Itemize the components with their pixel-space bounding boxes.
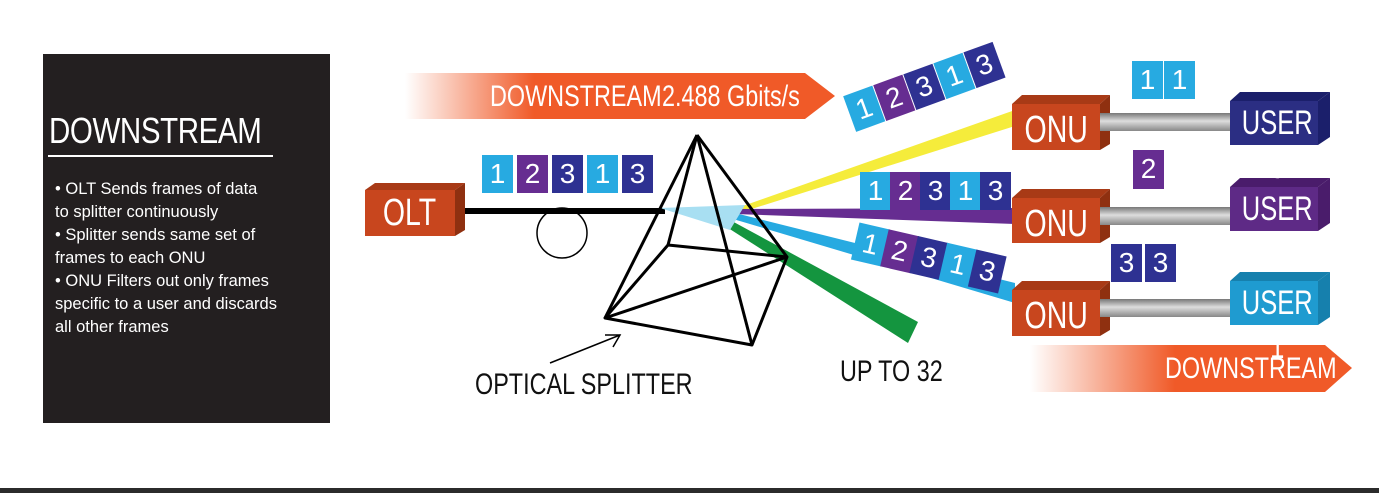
user-label: USER 1	[1241, 284, 1313, 366]
bullet-line: • OLT Sends frames of data	[55, 180, 258, 198]
frame-sequence-olt: 1 2 3 1 3	[482, 155, 662, 195]
filtered-frame: 1	[1164, 61, 1195, 99]
light-wedge	[660, 205, 745, 230]
bottom-downstream-arrow	[1030, 345, 1352, 392]
user2-box: USER 2	[1230, 187, 1318, 272]
connection-bar	[1100, 207, 1230, 225]
onu-box-user2: ONU	[1012, 198, 1100, 245]
title-underline	[48, 155, 273, 157]
up-to-32-label: UP TO 32	[840, 355, 943, 388]
top-downstream-arrow	[405, 73, 835, 119]
splitter-pointer-arrow	[549, 334, 622, 364]
frame: 3	[622, 155, 653, 193]
user-label: USER 2	[1241, 190, 1313, 272]
info-panel: DOWNSTREAM • OLT Sends frames of data to…	[43, 54, 330, 423]
bottom-divider	[0, 488, 1379, 493]
panel-title: DOWNSTREAM	[49, 110, 262, 151]
filtered-frame: 3	[1111, 244, 1142, 282]
frame: 2	[517, 155, 548, 193]
bullet-line: to splitter continuously	[55, 203, 219, 221]
onu-box-user1: ONU	[1012, 290, 1100, 337]
optical-splitter-label: OPTICAL SPLITTER	[475, 368, 693, 401]
frame: 2	[890, 172, 921, 210]
top-arrow-label: DOWNSTREAM	[490, 80, 662, 113]
user1-box: USER 1	[1230, 281, 1318, 366]
filtered-frame: 2	[1133, 150, 1164, 189]
bullet-line: • Splitter sends same set of	[55, 226, 256, 244]
optical-splitter-pyramid	[603, 134, 789, 347]
downstream-rate: 2.488 Gbits/s	[662, 80, 800, 113]
olt-label: OLT	[383, 192, 437, 234]
bullet-line: • ONU Filters out only frames	[55, 272, 269, 290]
connection-bar	[1100, 299, 1230, 317]
olt-box: OLT	[365, 190, 455, 236]
user-label: USER 3	[1241, 104, 1313, 186]
user3-box: USER 3	[1230, 101, 1318, 186]
bullet-line: frames to each ONU	[55, 249, 206, 267]
bottom-arrow-label: DOWNSTREAM	[1165, 352, 1337, 385]
beam-yellow	[740, 110, 1015, 212]
bullet-line: all other frames	[55, 318, 169, 336]
bullet-line: specific to a user and discards	[55, 295, 277, 313]
filtered-frame: 1	[1132, 61, 1163, 99]
bullet-list: • OLT Sends frames of data to splitter c…	[55, 178, 325, 339]
frame: 1	[950, 172, 981, 210]
frame: 3	[967, 249, 1007, 294]
frame-sequence-onu2: 1 2 3 1 3	[860, 172, 1040, 212]
box-3d-sides	[365, 92, 1330, 336]
onu-label: ONU	[1024, 295, 1088, 337]
filtered-frame: 3	[1145, 244, 1176, 282]
frame: 3	[920, 172, 951, 210]
frame: 1	[860, 172, 891, 210]
frame: 3	[552, 155, 583, 193]
connection-bar	[1100, 113, 1230, 131]
frame: 3	[980, 172, 1011, 210]
frame: 1	[587, 155, 618, 193]
frame: 1	[482, 155, 513, 193]
onu-box-user3: ONU	[1012, 104, 1100, 151]
beam-green	[725, 220, 918, 343]
onu-label: ONU	[1024, 109, 1088, 151]
onu-label: ONU	[1024, 203, 1088, 245]
fiber-loop	[536, 207, 588, 259]
beam-purple	[735, 208, 1015, 224]
